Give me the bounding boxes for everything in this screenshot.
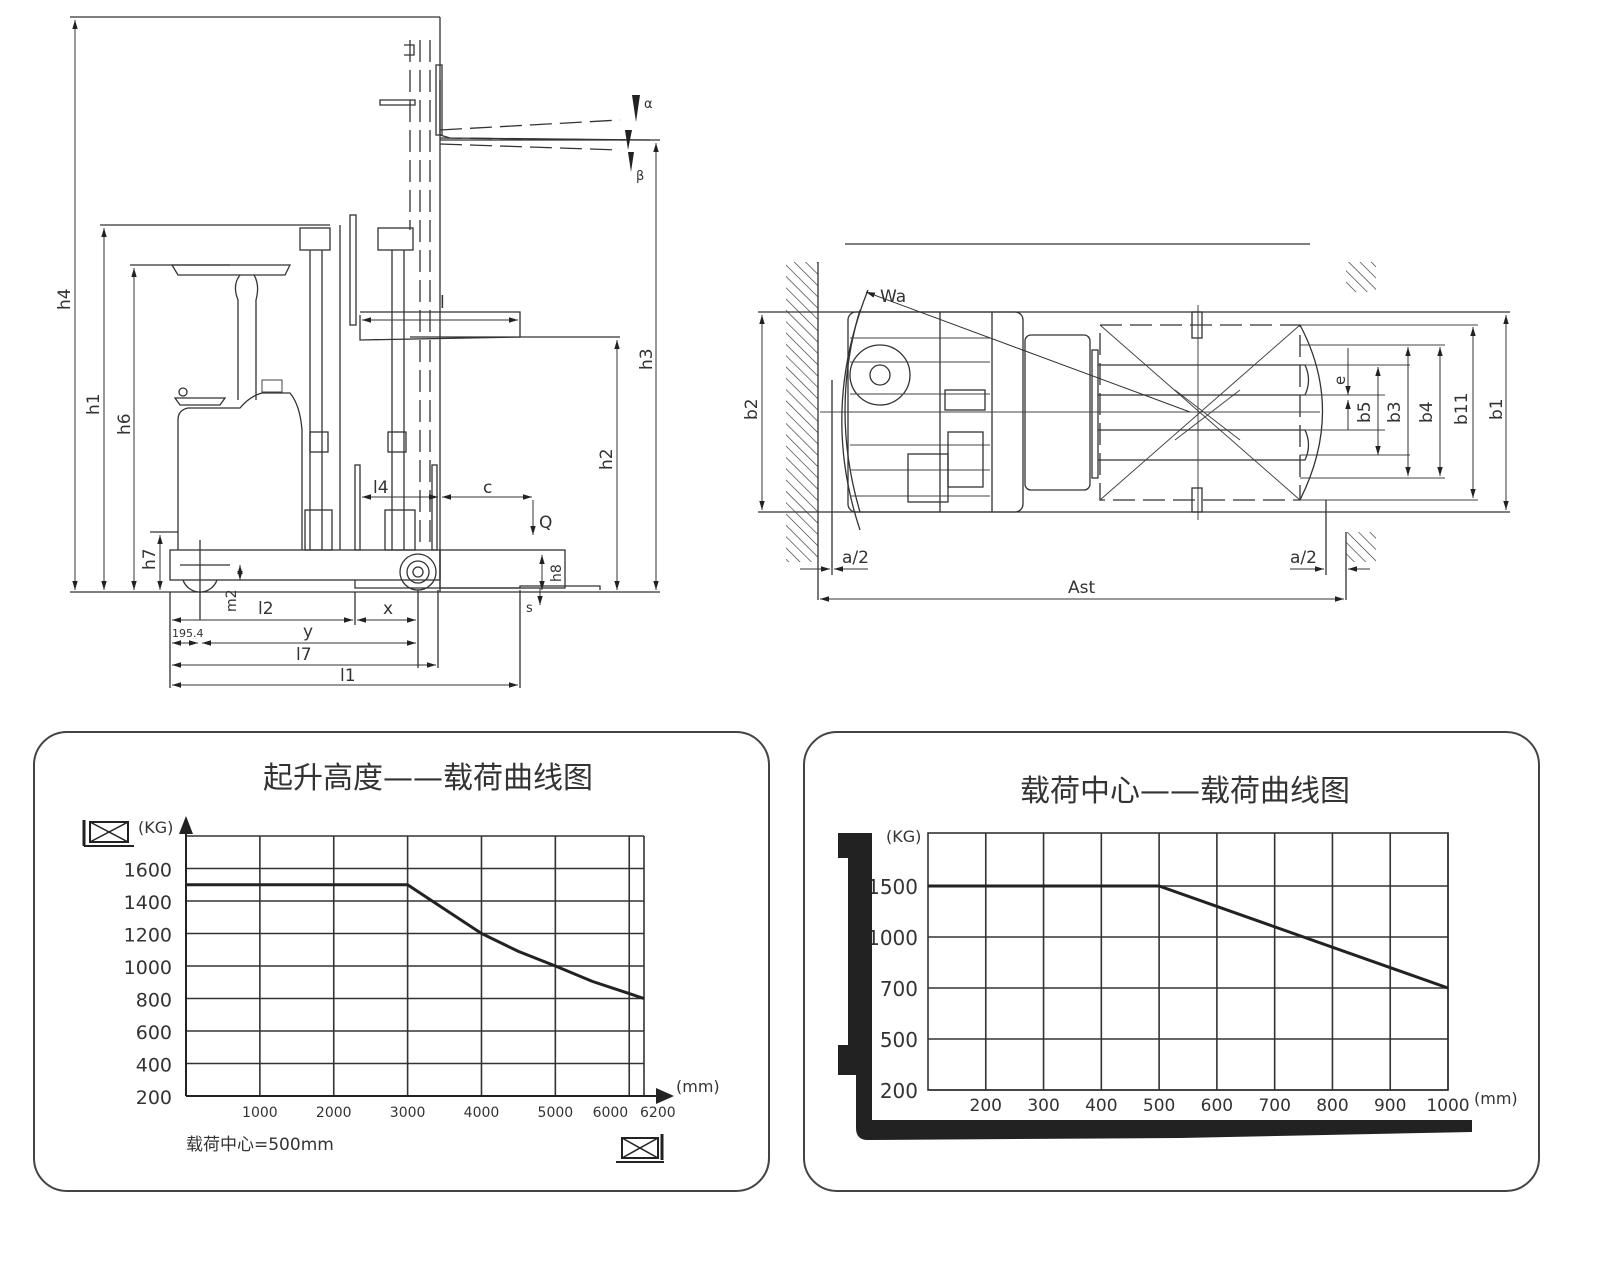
top-view: Wa b2 e b5 b3 b4 b11 b1 a/2 a/2 Ast <box>742 243 1510 602</box>
b4-label: b4 <box>1417 401 1437 423</box>
m2-label: m2 <box>224 589 240 612</box>
controls <box>261 379 283 393</box>
wa-dimension <box>865 291 1191 413</box>
l4-label: l4 <box>373 478 389 498</box>
outrigger <box>439 549 566 589</box>
b11-label: b11 <box>1452 393 1472 425</box>
wa-label: Wa <box>880 287 906 307</box>
h2-label: h2 <box>597 448 617 470</box>
load-wheel <box>399 553 437 591</box>
mast-head <box>299 227 331 251</box>
b2-label: b2 <box>742 398 762 420</box>
l2-label: l2 <box>258 599 274 619</box>
side-view: h4 h1 h6 h7 h2 h3 <box>55 16 660 688</box>
ast-label: Ast <box>1068 578 1095 598</box>
b1-label: b1 <box>1487 398 1507 420</box>
overhead-guard <box>170 264 292 276</box>
alpha-label: α <box>644 97 653 112</box>
l1-label: l1 <box>340 666 356 686</box>
q-label: Q <box>539 513 552 533</box>
chart2-title: 载荷中心——载荷曲线图 <box>1020 774 1350 809</box>
left-wall-hatch <box>786 262 818 562</box>
l-label: l <box>440 293 445 313</box>
h7-label: h7 <box>140 548 160 570</box>
b5-label: b5 <box>1355 401 1375 423</box>
c-label: c <box>483 478 492 498</box>
h3-label: h3 <box>637 348 657 370</box>
truck-body <box>177 392 303 550</box>
right-wall-hatch-bottom <box>1346 532 1376 562</box>
h1-label: h1 <box>84 393 104 415</box>
b3-label: b3 <box>1385 401 1405 423</box>
right-wall-hatch-top <box>1346 262 1376 292</box>
lift-height-load-chart-panel: 起升高度——载荷曲线图 <box>33 731 770 1192</box>
e-label: e <box>1331 376 1349 385</box>
beta-label: β <box>636 169 644 184</box>
s-label: s <box>526 601 533 616</box>
chart1-title: 起升高度——载荷曲线图 <box>263 761 593 796</box>
h4-label: h4 <box>55 288 75 310</box>
h6-label: h6 <box>115 413 135 435</box>
carriage-plate <box>349 214 357 326</box>
dim-195-label: 195.4 <box>172 627 204 640</box>
x-label: x <box>383 599 393 619</box>
h8-label: h8 <box>549 564 565 582</box>
turning-arc <box>841 289 869 531</box>
fork <box>359 311 521 341</box>
l7-label: l7 <box>296 645 312 665</box>
fork-left <box>1098 364 1310 396</box>
steering-wheel <box>173 397 227 406</box>
steering-wheel-top <box>849 344 911 406</box>
a2-left-label: a/2 <box>842 548 869 568</box>
fork-right <box>1098 429 1310 461</box>
y-label: y <box>303 622 313 642</box>
load-center-load-chart-panel: 载荷中心——载荷曲线图 <box>803 731 1540 1192</box>
a2-right-label: a/2 <box>1290 548 1317 568</box>
